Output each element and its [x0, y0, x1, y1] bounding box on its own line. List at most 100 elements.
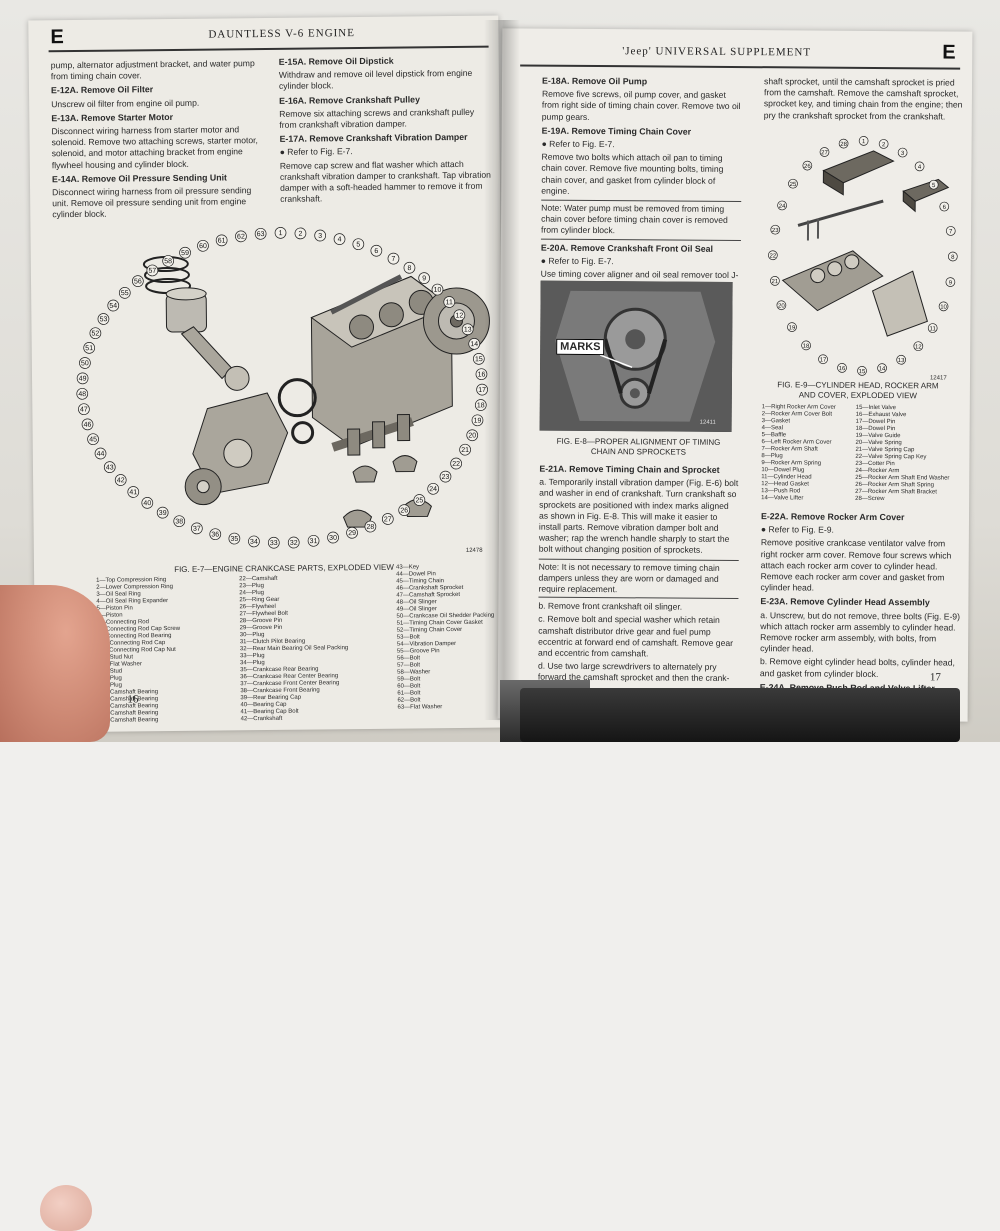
svg-text:19: 19	[474, 418, 482, 425]
callout-60: 60	[197, 239, 209, 252]
section-heading: E-21A. Remove Timing Chain and Sprocket	[539, 463, 720, 475]
right-page-number: 17	[929, 671, 941, 684]
marks-label: MARKS	[556, 338, 605, 356]
callout-52: 52	[89, 327, 102, 340]
callout-17: 17	[818, 354, 828, 365]
body-paragraph: ● Refer to Fig. E-9.	[760, 524, 834, 535]
svg-text:6: 6	[943, 205, 947, 211]
body-paragraph: pump, alternator adjustment bracket, and…	[50, 58, 255, 82]
callout-11: 11	[927, 323, 938, 333]
svg-text:26: 26	[400, 507, 408, 514]
callout-37: 37	[190, 522, 203, 535]
callout-20: 20	[466, 429, 479, 442]
callout-61: 61	[215, 234, 228, 247]
svg-text:22: 22	[452, 461, 460, 468]
svg-text:50: 50	[81, 360, 89, 367]
fig-e8-number: 12411	[699, 419, 716, 426]
callout-53: 53	[97, 313, 110, 325]
body-paragraph: Remove cap screw and flat washer which a…	[279, 158, 491, 205]
svg-text:17: 17	[820, 358, 827, 364]
svg-text:56: 56	[134, 278, 142, 285]
body-paragraph: Remove positive crankcase ventilator val…	[760, 537, 952, 593]
legend-entry: 14—Valve Lifter	[761, 495, 804, 502]
svg-text:18: 18	[803, 344, 810, 350]
svg-text:2: 2	[882, 142, 886, 148]
svg-text:20: 20	[468, 432, 476, 439]
svg-text:33: 33	[270, 540, 278, 547]
callout-11: 11	[443, 296, 456, 308]
callout-26: 26	[802, 160, 813, 171]
left-column-1: pump, alternator adjustment bracket, and…	[51, 58, 268, 223]
callout-32: 32	[287, 536, 300, 549]
fig-e9-caption: FIG. E-9—CYLINDER HEAD, ROCKER ARM AND C…	[777, 380, 939, 401]
svg-text:17: 17	[478, 387, 486, 394]
callout-42: 42	[114, 474, 127, 486]
callout-12: 12	[453, 309, 466, 322]
section-heading: E-23A. Remove Cylinder Head Assembly	[760, 596, 930, 608]
callout-21: 21	[770, 276, 780, 286]
svg-text:43: 43	[106, 464, 114, 471]
svg-text:52: 52	[91, 330, 99, 337]
svg-text:21: 21	[772, 279, 779, 285]
callout-15: 15	[472, 353, 485, 365]
body-paragraph: Disconnect wiring harness from starter m…	[51, 124, 258, 170]
callout-54: 54	[107, 299, 120, 312]
body-paragraph: Unscrew oil filter from engine oil pump.	[51, 97, 200, 109]
svg-text:41: 41	[129, 489, 137, 496]
callout-7: 7	[945, 226, 956, 236]
callout-28: 28	[838, 138, 849, 149]
svg-text:57: 57	[148, 268, 156, 275]
right-running-header: 'Jeep' UNIVERSAL SUPPLEMENT	[622, 45, 812, 59]
callout-8: 8	[947, 251, 958, 262]
callout-9: 9	[418, 272, 431, 284]
callout-49: 49	[76, 372, 89, 385]
callout-15: 15	[857, 366, 867, 376]
callout-4: 4	[914, 161, 925, 172]
svg-text:32: 32	[290, 540, 298, 547]
note-text: Note: It is not necessary to remove timi…	[538, 558, 739, 600]
svg-text:46: 46	[84, 422, 92, 429]
svg-text:12: 12	[915, 344, 922, 350]
callout-2: 2	[878, 139, 889, 149]
callout-9: 9	[945, 277, 956, 287]
callout-33: 33	[267, 536, 280, 549]
svg-text:54: 54	[109, 303, 117, 310]
callout-34: 34	[248, 535, 260, 548]
callout-21: 21	[459, 443, 471, 456]
svg-text:4: 4	[338, 236, 342, 243]
callout-30: 30	[327, 531, 339, 544]
svg-text:16: 16	[478, 371, 486, 378]
legend-entry: 42—Crankshaft	[240, 715, 283, 723]
callout-51: 51	[83, 342, 96, 354]
svg-text:29: 29	[348, 530, 356, 537]
svg-text:42: 42	[117, 477, 125, 484]
body-paragraph: shaft sprocket, until the camshaft sproc…	[763, 76, 963, 122]
callout-47: 47	[78, 403, 90, 416]
callout-48: 48	[76, 387, 89, 400]
section-heading: E-20A. Remove Crankshaft Front Oil Seal	[540, 242, 713, 254]
section-heading: E-17A. Remove Crankshaft Vibration Dampe…	[279, 132, 468, 145]
svg-text:15: 15	[859, 369, 866, 375]
svg-text:28: 28	[840, 142, 847, 148]
callout-16: 16	[475, 368, 488, 381]
callout-27: 27	[381, 513, 394, 525]
svg-text:1: 1	[279, 230, 283, 237]
callout-14: 14	[877, 363, 887, 373]
svg-text:7: 7	[949, 229, 953, 235]
svg-text:37: 37	[193, 526, 201, 533]
svg-text:5: 5	[932, 183, 936, 189]
svg-text:36: 36	[211, 531, 219, 538]
callout-19: 19	[787, 322, 797, 332]
section-heading: E-18A. Remove Oil Pump	[542, 75, 648, 87]
callout-40: 40	[141, 497, 154, 509]
callout-10: 10	[938, 301, 949, 312]
svg-text:3: 3	[318, 233, 322, 240]
callout-2: 2	[294, 227, 307, 240]
section-heading: E-19A. Remove Timing Chain Cover	[541, 125, 692, 137]
callout-20: 20	[776, 300, 787, 311]
svg-text:60: 60	[199, 243, 207, 250]
callout-3: 3	[897, 147, 908, 158]
svg-text:14: 14	[879, 366, 886, 372]
